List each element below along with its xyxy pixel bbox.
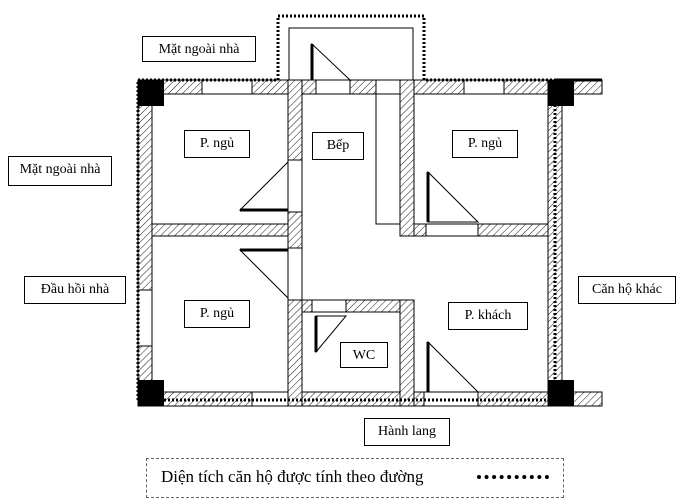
windows xyxy=(137,79,505,407)
door-leaves xyxy=(240,44,430,392)
label-other-apartment: Căn hộ khác xyxy=(578,276,676,304)
label-outside-top: Mặt ngoài nhà xyxy=(142,36,256,62)
legend-dotted-line xyxy=(477,475,549,479)
label-outside-left: Mặt ngoài nhà xyxy=(8,156,112,186)
top-extension xyxy=(288,27,414,81)
door-swings xyxy=(238,42,480,393)
room-bedroom-top-right: P. ngủ xyxy=(452,130,518,158)
door-openings xyxy=(287,159,479,313)
room-bedroom-top-left: P. ngủ xyxy=(184,130,250,158)
legend-text: Diện tích căn hộ được tính theo đường xyxy=(161,467,424,486)
room-living-room: P. khách xyxy=(448,302,528,330)
label-corridor: Hành lang xyxy=(364,418,450,446)
label-gable-end: Đầu hồi nhà xyxy=(24,276,126,304)
kitchen-partition xyxy=(375,94,400,225)
area-boundary-line xyxy=(136,14,602,402)
corner-columns xyxy=(138,80,574,406)
room-bedroom-bottom-left: P. ngủ xyxy=(184,300,250,328)
room-kitchen: Bếp xyxy=(312,132,364,160)
legend: Diện tích căn hộ được tính theo đường xyxy=(146,458,564,498)
room-wc: WC xyxy=(340,342,388,368)
